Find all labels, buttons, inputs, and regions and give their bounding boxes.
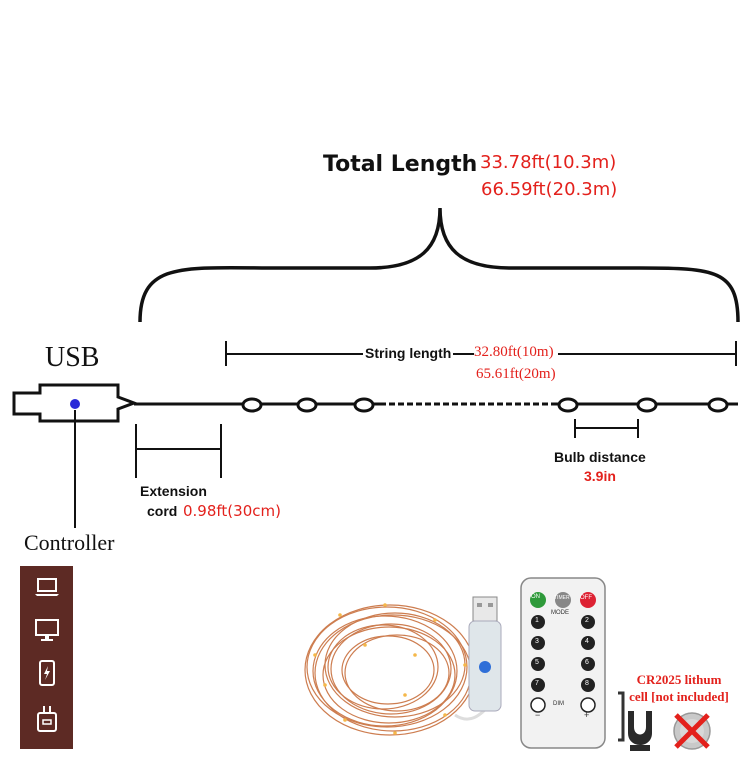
usb-label: USB — [45, 342, 100, 373]
extension-cord-value: 0.98ft(30cm) — [183, 502, 281, 520]
battery-clip-photo — [618, 691, 625, 742]
total-length-label: Total Length — [323, 152, 478, 177]
coin-cell-not-included-icon — [673, 712, 711, 750]
bulb — [296, 397, 318, 413]
total-length-value-2: 66.59ft(20.3m) — [481, 179, 618, 200]
string-length-value-2: 65.61ft(20m) — [476, 366, 556, 382]
product-photo — [304, 577, 625, 749]
extension-cord-label-line2: cord — [147, 503, 178, 519]
remote-control-photo — [520, 577, 606, 749]
compatible-devices-panel — [20, 566, 73, 749]
battery-note-line1: CR2025 lithum — [636, 672, 722, 687]
laptop-icon — [35, 578, 59, 596]
controller-label: Controller — [24, 530, 115, 555]
remote-key-6: 6 — [585, 659, 589, 666]
remote-timer-label: TIMER — [554, 595, 570, 601]
remote-plus-label: + — [584, 710, 590, 720]
remote-key-5: 5 — [535, 659, 539, 666]
battery-note: CR2025 lithum cell [not included] — [620, 671, 738, 705]
bulb — [707, 397, 729, 413]
remote-off-label: OFF — [580, 595, 592, 601]
controller-button — [70, 399, 80, 409]
tiny-led-dots — [313, 603, 467, 735]
light-string-diagram — [12, 207, 740, 528]
bulb-distance-value: 3.9in — [584, 468, 616, 484]
monitor-icon — [35, 619, 59, 641]
battery-holder-icon — [628, 711, 652, 751]
bulb — [241, 397, 263, 413]
remote-on-label: ON — [531, 594, 540, 600]
usb-adapter-icon — [37, 706, 57, 732]
bulb — [636, 397, 658, 413]
bulb-distance-label: Bulb distance — [554, 449, 646, 465]
battery-note-line2: cell [not included] — [629, 689, 729, 704]
extension-cord-dimension — [135, 424, 222, 478]
remote-key-7: 7 — [535, 680, 539, 687]
battery-icons — [628, 711, 711, 751]
bulbs — [241, 397, 729, 413]
bulb — [557, 397, 579, 413]
remote-dim-label: DIM — [553, 701, 564, 707]
remote-key-4: 4 — [585, 638, 589, 645]
string-length-value-1: 32.80ft(10m) — [474, 344, 558, 361]
remote-key-2: 2 — [585, 617, 589, 624]
bulb — [353, 397, 375, 413]
remote-key-3: 3 — [535, 638, 539, 645]
bulb-distance-dimension — [574, 419, 639, 438]
remote-key-1: 1 — [535, 617, 539, 624]
copper-wire-coil — [304, 604, 476, 736]
power-bank-icon — [39, 660, 55, 686]
total-length-value-1: 33.78ft(10.3m) — [480, 152, 617, 173]
string-length-label: String length — [363, 345, 454, 361]
remote-mode-label: MODE — [551, 610, 569, 616]
remote-key-8: 8 — [585, 680, 589, 687]
usb-controller-photo — [468, 596, 502, 712]
remote-minus-label: − — [535, 710, 541, 720]
total-length-brace — [138, 207, 740, 323]
extension-cord-label-line1: Extension — [140, 483, 207, 499]
